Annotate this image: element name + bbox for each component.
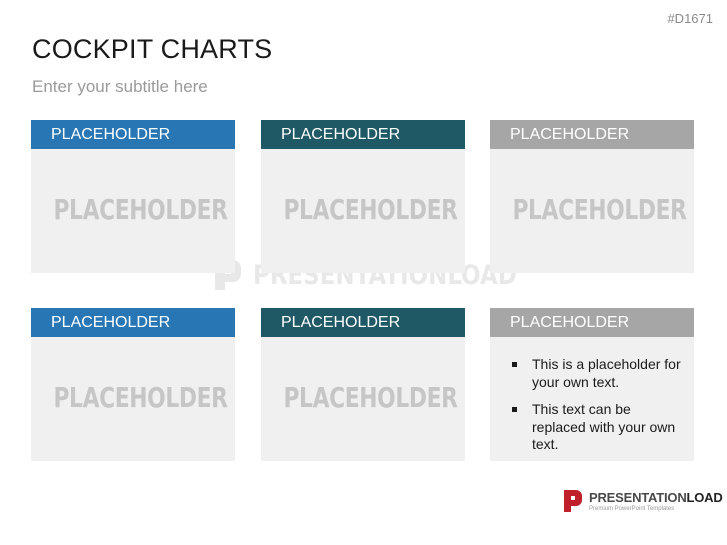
card-3: PLACEHOLDER PLACEHOLDER [490, 120, 694, 273]
card-6-header: PLACEHOLDER [490, 308, 694, 337]
card-1-header: PLACEHOLDER [31, 120, 235, 149]
page-subtitle: Enter your subtitle here [32, 77, 208, 96]
card-4-header: PLACEHOLDER [31, 308, 235, 337]
logo-brand: PRESENTATIONLOAD [589, 490, 723, 505]
card-5: PLACEHOLDER PLACEHOLDER [261, 308, 465, 461]
card-5-placeholder: PLACEHOLDER [283, 381, 458, 414]
logo-brand-bold: LOAD [686, 490, 723, 505]
page-title: COCKPIT CHARTS [32, 34, 273, 64]
presentationload-logo-icon [564, 490, 582, 512]
card-2-header: PLACEHOLDER [261, 120, 465, 149]
card-4-placeholder: PLACEHOLDER [53, 381, 228, 414]
logo-tagline: Premium PowerPoint Templates [589, 506, 675, 512]
bullet-item: This is a placeholder for your own text. [512, 356, 682, 391]
brand-logo: PRESENTATIONLOAD Premium PowerPoint Temp… [563, 489, 723, 513]
card-2: PLACEHOLDER PLACEHOLDER [261, 120, 465, 273]
card-2-placeholder: PLACEHOLDER [283, 193, 458, 226]
card-6: PLACEHOLDER This is a placeholder for yo… [490, 308, 694, 461]
card-3-header: PLACEHOLDER [490, 120, 694, 149]
card-1: PLACEHOLDER PLACEHOLDER [31, 120, 235, 273]
slide-code: #D1671 [667, 11, 713, 26]
logo-brand-light: PRESENTATION [589, 490, 687, 505]
bullet-item: This text can be replaced with your own … [512, 401, 682, 454]
card-3-placeholder: PLACEHOLDER [512, 193, 687, 226]
card-6-bullet-list: This is a placeholder for your own text.… [490, 356, 694, 454]
card-4: PLACEHOLDER PLACEHOLDER [31, 308, 235, 461]
card-5-header: PLACEHOLDER [261, 308, 465, 337]
card-1-placeholder: PLACEHOLDER [53, 193, 228, 226]
